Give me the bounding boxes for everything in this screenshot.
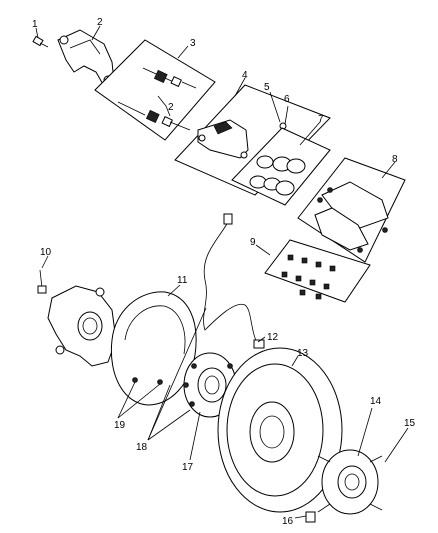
leader-lines — [35, 25, 409, 519]
callout-labels: 1 2 2 3 4 5 6 7 8 9 10 11 12 13 14 15 16… — [32, 17, 416, 527]
callout-4: 4 — [242, 70, 248, 81]
callout-5: 5 — [264, 82, 270, 93]
callout-1: 1 — [32, 19, 38, 30]
part-box-4 — [174, 84, 331, 196]
callout-19: 19 — [114, 420, 126, 431]
dust-shield — [110, 291, 197, 406]
callout-8: 8 — [392, 154, 398, 165]
callout-13: 13 — [297, 348, 309, 359]
steering-knuckle — [47, 285, 117, 367]
pin-lower — [117, 101, 191, 131]
brake-rotor — [217, 347, 343, 513]
callout-9: 9 — [250, 237, 256, 248]
callout-2-top: 2 — [97, 17, 103, 28]
wheel-hub — [317, 449, 383, 515]
callout-6: 6 — [284, 94, 290, 105]
part-nut-16 — [305, 511, 316, 523]
callout-14: 14 — [370, 396, 382, 407]
wheel-speed-sensor — [203, 213, 265, 349]
callout-7: 7 — [318, 114, 324, 125]
part-bolt-10 — [37, 269, 47, 294]
hardware-clips — [281, 254, 336, 300]
callout-2-mid: 2 — [168, 102, 174, 113]
pistons — [249, 155, 306, 196]
brake-pads — [314, 181, 389, 253]
part-caliper-anchor — [57, 29, 115, 87]
callout-15: 15 — [404, 418, 416, 429]
part-box-8 — [297, 157, 406, 263]
callout-18: 18 — [136, 442, 148, 453]
pin-upper — [142, 67, 197, 89]
callout-11: 11 — [177, 275, 188, 286]
callout-16: 16 — [282, 516, 294, 527]
part-box-3 — [94, 39, 216, 141]
callout-17: 17 — [182, 462, 194, 473]
part-box-7 — [231, 127, 331, 206]
callout-3: 3 — [190, 38, 196, 49]
part-bolt-1 — [32, 35, 49, 48]
caliper — [197, 119, 249, 159]
part-box-9 — [264, 239, 371, 303]
callout-12: 12 — [267, 332, 279, 343]
callout-10: 10 — [40, 247, 52, 258]
